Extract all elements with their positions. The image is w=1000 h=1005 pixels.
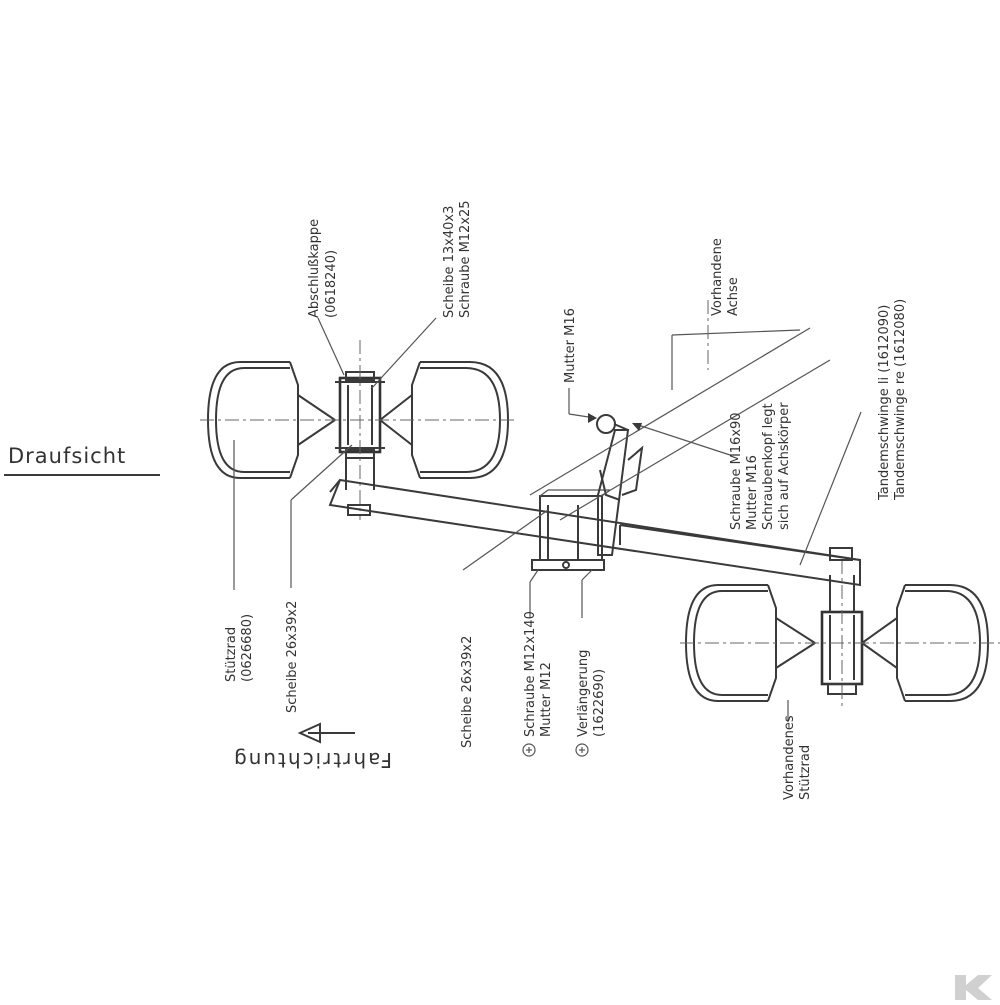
brand-logo-icon [955,975,992,1000]
svg-text:Scheibe 26x39x2: Scheibe 26x39x2 [460,636,475,748]
svg-text:Tandemschwinge li (1612090): Tandemschwinge li (1612090) [877,305,892,501]
svg-text:Schraube M16x90: Schraube M16x90 [729,412,744,530]
part-marker-icon [575,743,589,757]
label-tandem-arm: Tandemschwinge li (1612090) Tandemschwin… [877,299,908,501]
label-cap: Abschlußkappe (0618240) [307,219,339,318]
label-bolt-m16x90: Schraube M16x90 Mutter M16 Schraubenkopf… [729,402,792,530]
svg-text:Abschlußkappe: Abschlußkappe [307,219,322,318]
arrowhead-icon [632,423,642,431]
direction-indicator: Fahrtrichtung [232,722,392,772]
label-washer-top: Scheibe 13x40x3 Schraube M12x25 [442,200,473,318]
title-text: Draufsicht [8,444,126,468]
svg-text:Vorhandene: Vorhandene [710,238,725,316]
svg-text:Tandemschwinge re (1612080): Tandemschwinge re (1612080) [893,299,908,501]
svg-text:Vorhandenes: Vorhandenes [782,715,797,800]
label-existing-wheel: Vorhandenes Stützrad [782,715,813,800]
svg-text:Mutter M16: Mutter M16 [563,308,578,383]
label-extension: Verlängerung (1622690) [575,650,607,757]
svg-text:Achse: Achse [726,277,741,316]
svg-text:Schraubenkopf legt: Schraubenkopf legt [761,403,776,530]
leader-lines [233,317,862,722]
arrow-left-icon [297,722,355,744]
svg-text:Scheibe 26x39x2: Scheibe 26x39x2 [285,601,300,713]
right-existing-wheel [680,560,1000,710]
label-washer-left: Scheibe 26x39x2 [285,601,300,713]
svg-text:Stützrad: Stützrad [798,745,813,800]
svg-text:Schraube M12x140: Schraube M12x140 [523,611,538,737]
direction-text: Fahrtrichtung [232,748,392,772]
label-nut-m16: Mutter M16 [563,308,578,383]
tandem-arm [328,300,861,587]
svg-text:Verlängerung: Verlängerung [576,650,591,737]
label-support-wheel: Stützrad (0626680) [224,614,255,682]
svg-text:Mutter M16: Mutter M16 [745,455,760,530]
left-support-wheel [200,340,515,520]
label-axle: Vorhandene Achse [710,238,741,316]
svg-text:Mutter M12: Mutter M12 [539,662,554,737]
svg-text:Scheibe 13x40x3: Scheibe 13x40x3 [442,206,457,318]
svg-text:(0626680): (0626680) [240,614,255,682]
view-title: Draufsicht [4,444,160,476]
label-screw-m12x140: Schraube M12x140 Mutter M12 [522,611,554,757]
part-marker-icon [522,743,536,757]
svg-text:(0618240): (0618240) [324,250,339,318]
svg-text:(1622690): (1622690) [592,669,607,737]
svg-text:sich auf Achskörper: sich auf Achskörper [777,402,792,530]
svg-text:Schraube M12x25: Schraube M12x25 [458,200,473,318]
label-washer-mid: Scheibe 26x39x2 [460,636,475,748]
arrowhead-icon [588,413,597,423]
svg-text:Stützrad: Stützrad [224,627,239,682]
